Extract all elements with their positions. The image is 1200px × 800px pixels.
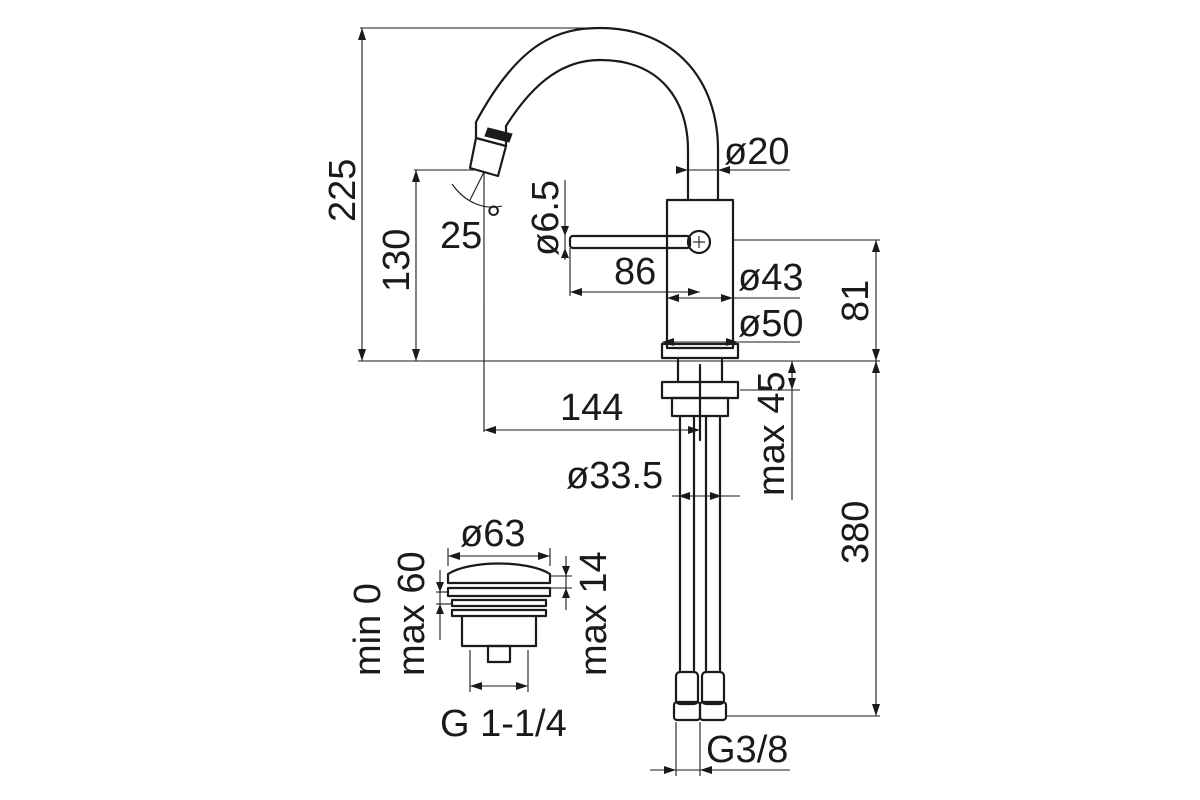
waste-body xyxy=(460,614,538,648)
flex-hose-right xyxy=(704,414,722,672)
aerator-band xyxy=(484,127,513,143)
waste-ring-1 xyxy=(450,598,548,608)
label-81: 81 xyxy=(835,280,877,322)
label-g1-1-4: G 1-1/4 xyxy=(440,703,567,745)
hose-fitting-left xyxy=(674,670,700,706)
dimension-lines xyxy=(358,27,880,776)
label-86: 86 xyxy=(614,251,656,293)
pop-up-waste xyxy=(446,562,552,664)
hose-nut-right xyxy=(698,700,728,722)
label-d43: ø43 xyxy=(738,257,803,299)
label-380: 380 xyxy=(835,501,877,564)
hose-fitting-right xyxy=(700,670,726,706)
label-degree: ° xyxy=(486,199,501,241)
spout-outer xyxy=(474,26,720,202)
label-130: 130 xyxy=(376,229,418,292)
label-144: 144 xyxy=(560,387,623,429)
mounting-shank xyxy=(676,358,724,384)
label-d63: ø63 xyxy=(460,513,525,555)
label-225: 225 xyxy=(322,159,364,222)
waste-flange xyxy=(446,586,552,598)
label-max60: max 60 xyxy=(391,551,433,676)
faucet-body xyxy=(468,26,740,722)
label-g3-8: G3/8 xyxy=(706,729,788,771)
label-d6-5: ø6.5 xyxy=(525,180,567,256)
lever-handle xyxy=(568,234,692,250)
aerator-nozzle xyxy=(468,136,508,178)
dimension-labels: 225 130 25 ° ø6.5 ø20 86 ø43 81 ø50 144 … xyxy=(322,131,877,771)
label-max45: max 45 xyxy=(751,371,793,496)
lever-pivot xyxy=(686,229,712,255)
label-d50: ø50 xyxy=(738,303,803,345)
waste-ring-2 xyxy=(450,608,548,618)
waste-cap xyxy=(446,562,552,585)
body-cylinder xyxy=(665,198,735,350)
label-25: 25 xyxy=(440,215,482,257)
spout-inner xyxy=(504,58,690,202)
label-d33-5: ø33.5 xyxy=(566,455,663,497)
flex-hose-left xyxy=(678,414,696,672)
label-d20: ø20 xyxy=(724,131,789,173)
waste-outlet xyxy=(486,644,512,664)
base-flange xyxy=(660,342,740,360)
label-min0: min 0 xyxy=(347,583,389,676)
label-max14: max 14 xyxy=(573,551,615,676)
